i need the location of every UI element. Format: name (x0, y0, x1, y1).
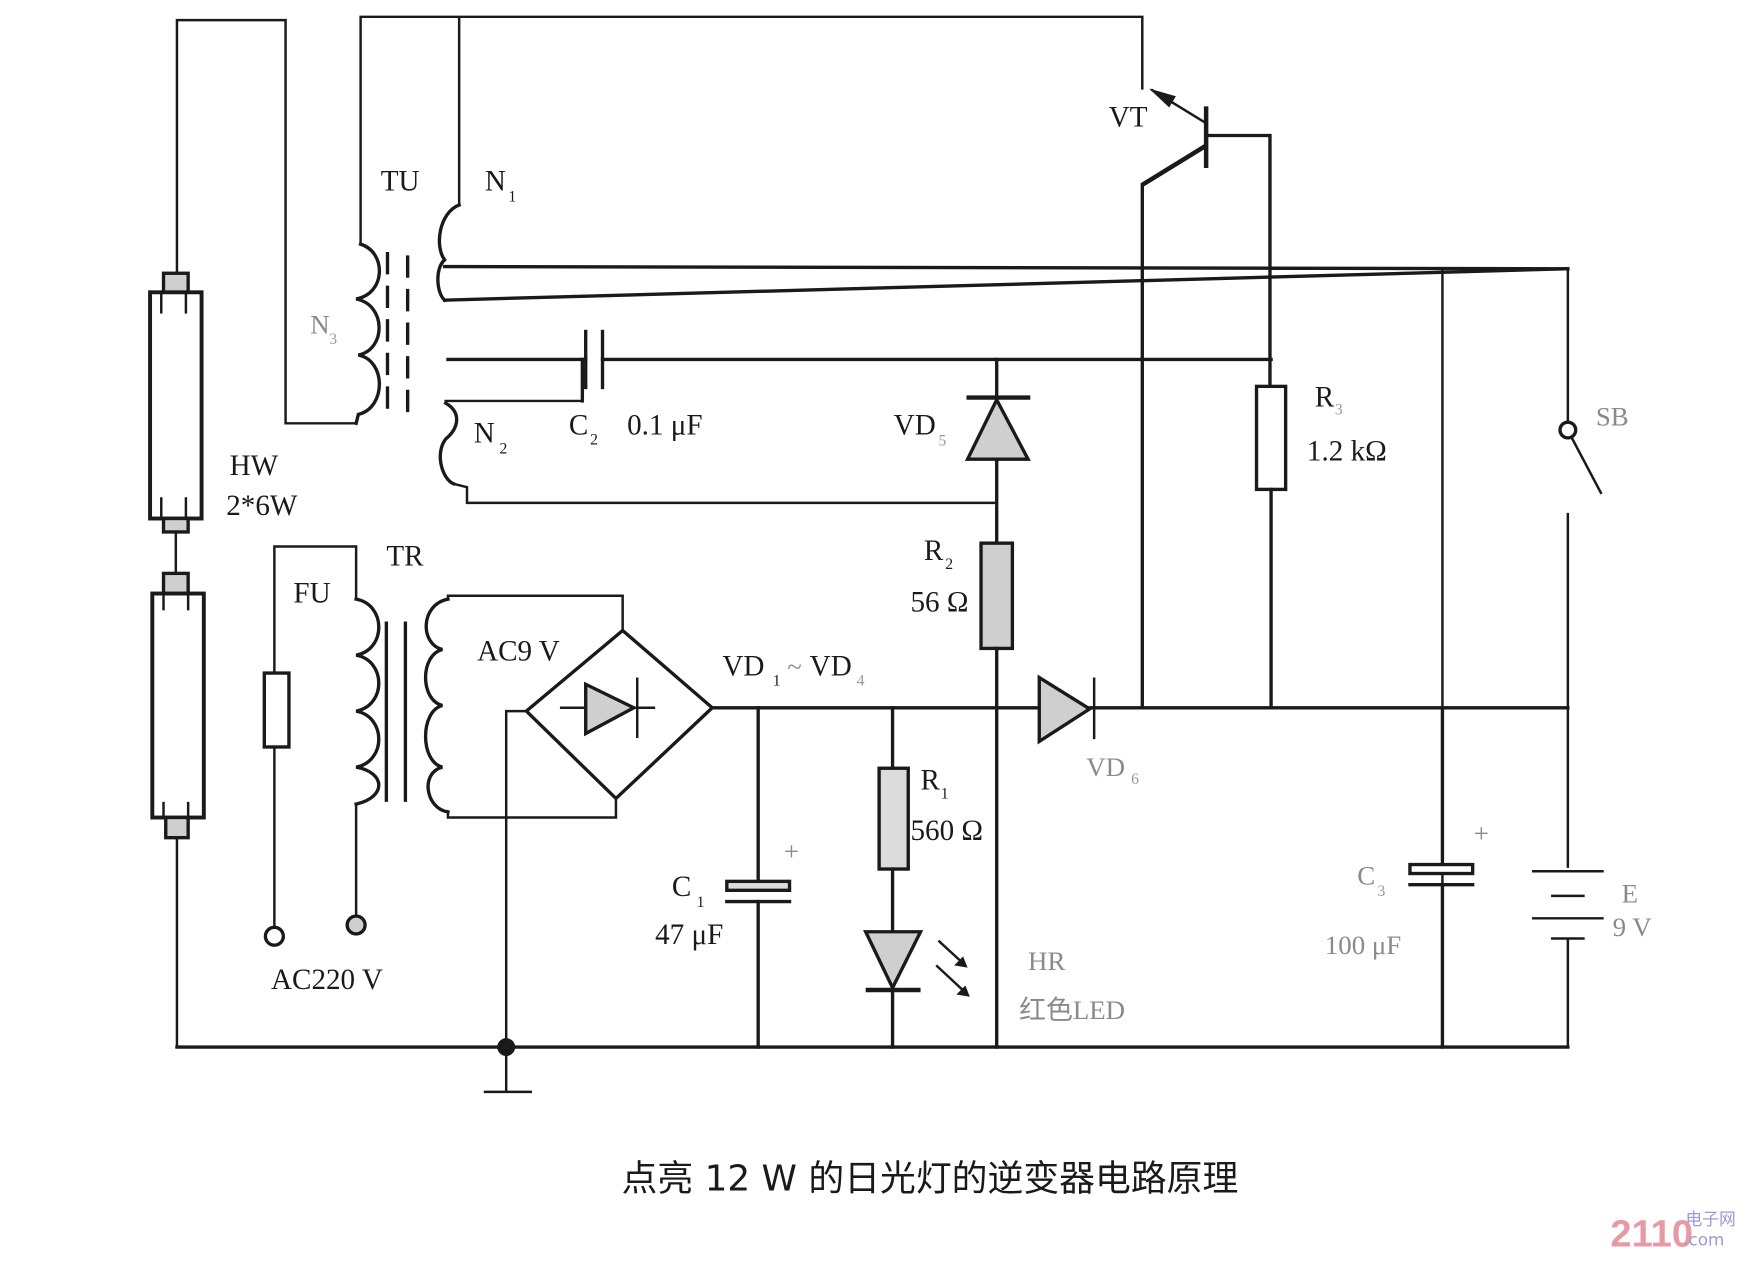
n2-label: N (474, 417, 495, 449)
lamp-lower-pin-top (161, 571, 190, 596)
lamp-upper-pin-top (161, 271, 190, 294)
r2-value-label: 56 Ω (910, 586, 968, 618)
c3-value-label: 100 μF (1325, 930, 1401, 960)
tu-ref-label: TU (381, 165, 420, 197)
capacitor-c3: + C 3 100 μF (1325, 706, 1489, 1049)
lamp-upper-pin-bottom (161, 516, 190, 534)
sb-ref-label: SB (1596, 402, 1629, 432)
fu-ref-label: FU (293, 578, 330, 610)
transformer-tr: TR FU AC9 V AC220 V (262, 541, 624, 996)
ground-rail (175, 1038, 1570, 1094)
c3-ref-label: C (1357, 861, 1375, 891)
vt-ref-label: VT (1109, 102, 1148, 134)
mains-terminal-2 (345, 914, 367, 936)
wire-n3-top (359, 15, 1144, 245)
wire-lamp-top (175, 18, 357, 425)
winding-n3 (354, 242, 382, 426)
ac9-label: AC9 V (477, 636, 560, 668)
r2-ref-label: R (924, 535, 944, 567)
vd6-ref-label: VD (1086, 752, 1125, 782)
wire-n2-top (444, 399, 583, 404)
e-value-label: 9 V (1613, 912, 1653, 942)
c3-sub: 3 (1377, 883, 1385, 900)
hr-desc-label: 红色LED (1019, 995, 1125, 1025)
r1-ref-label: R (921, 765, 941, 797)
n1-sub: 1 (508, 189, 516, 206)
transformer-tu: TU N 1 N 3 N 2 (310, 15, 1570, 505)
lamp-ref-label: HW (230, 450, 279, 482)
c1-plus: + (784, 836, 799, 866)
ac220-label: AC220 V (271, 964, 383, 996)
figure-caption: 点亮 12 W 的日光灯的逆变器电路原理 (622, 1158, 1239, 1199)
lamp-upper-tube (148, 290, 204, 521)
resistor-r3: R 3 1.2 kΩ (1254, 382, 1387, 710)
vd4-label: VD (810, 650, 852, 682)
capacitor-c1: + C 1 47 μF (655, 706, 799, 1049)
bridge-rectifier: VD 1 ~ VD 4 (504, 628, 1570, 1048)
c3-plus: + (1474, 818, 1489, 848)
lamp-lower-pin-bottom (164, 815, 190, 840)
e-ref-label: E (1622, 879, 1638, 909)
watermark-cn: 电子网 (1685, 1209, 1735, 1229)
mains-terminal-1 (263, 925, 286, 947)
c1-sub: 1 (697, 894, 705, 911)
c2-ref-label: C (569, 410, 588, 442)
hr-ref-label: HR (1028, 946, 1065, 976)
n3-sub: 3 (329, 331, 337, 348)
n3-label: N (310, 310, 329, 340)
watermark-en: .com (1683, 1229, 1724, 1249)
r3-sub: 3 (1335, 401, 1343, 418)
r3-value-label: 1.2 kΩ (1307, 435, 1387, 467)
resistor-r2: R 2 56 Ω (910, 535, 1015, 1049)
battery-e: E 9 V (1532, 870, 1653, 1048)
transistor-vt: VT (1109, 88, 1272, 710)
c2-sub: 2 (590, 432, 598, 449)
vd5-ref-label: VD (894, 410, 936, 442)
watermark-number: 2110 (1610, 1213, 1693, 1255)
winding-n1 (436, 202, 462, 303)
winding-n2 (438, 400, 459, 486)
lamp-lower-tube (150, 591, 206, 820)
r2-sub: 2 (945, 556, 953, 573)
winding-tr-secondary (423, 597, 450, 814)
tr-ref-label: TR (386, 541, 424, 573)
r3-ref-label: R (1315, 382, 1335, 414)
vd1-sub: 1 (773, 672, 781, 689)
diode-vd6: VD 6 (1037, 674, 1139, 788)
fuse-fu (262, 671, 291, 749)
led-hr: HR 红色LED (863, 930, 1125, 1025)
diode-vd5: VD 5 (894, 357, 1031, 545)
lamp-hw: HW 2*6W (148, 18, 357, 1048)
tilde: ~ (787, 651, 802, 681)
vd5-sub: 5 (938, 433, 946, 450)
winding-tr-primary (354, 597, 381, 807)
watermark: 2110 电子网 .com (1610, 1209, 1735, 1255)
vd6-sub: 6 (1131, 771, 1139, 788)
n2-sub: 2 (499, 441, 507, 458)
c1-value-label: 47 μF (655, 919, 723, 951)
lamp-value-label: 2*6W (226, 490, 298, 522)
c1-ref-label: C (672, 871, 691, 903)
r1-value-label: 560 Ω (910, 815, 983, 847)
wire-n2-bottom (453, 482, 997, 505)
vd4-sub: 4 (857, 672, 865, 689)
r1-sub: 1 (941, 785, 949, 802)
c2-value-label: 0.1 μF (627, 410, 702, 442)
capacitor-c2: C 2 0.1 μF (446, 329, 1273, 449)
n1-label: N (485, 165, 506, 197)
wire-n1-bottom (442, 267, 1570, 302)
vd1-vd4-label: VD (722, 650, 764, 682)
